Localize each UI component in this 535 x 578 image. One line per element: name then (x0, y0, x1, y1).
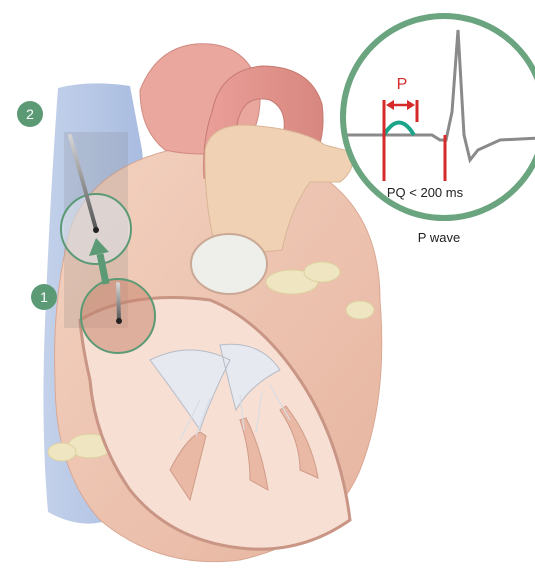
ecg-inset: P PQ < 200 ms (330, 16, 535, 218)
marker-two: 2 (17, 101, 43, 127)
marker-one-label: 1 (40, 289, 48, 305)
interval-label: PQ < 200 ms (387, 185, 464, 200)
marker-one: 1 (31, 284, 57, 310)
inset-caption: P wave (418, 230, 460, 245)
p-label: P (397, 76, 408, 93)
pulmonary-valve (191, 234, 267, 294)
marker-two-label: 2 (26, 106, 34, 122)
